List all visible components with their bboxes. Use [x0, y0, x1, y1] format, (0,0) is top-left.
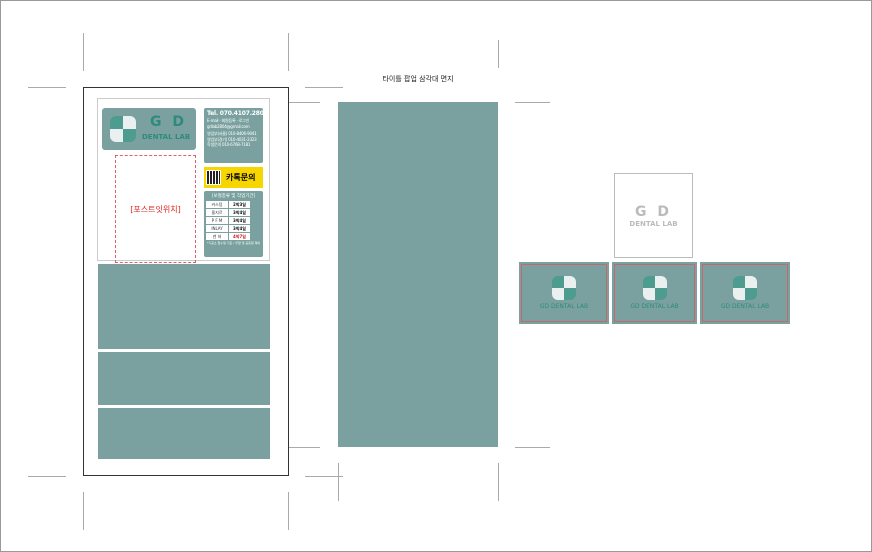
postit-label: [포스트잇위치] — [130, 204, 181, 214]
logo-card: GD DENTAL LAB — [519, 262, 609, 324]
cell: 3박4일 — [229, 217, 250, 224]
cell: 3박4일 — [229, 209, 250, 216]
crop-mark — [515, 447, 550, 448]
kakao-label: 카톡문의 — [226, 173, 256, 182]
logo-name: DENTAL LAB — [629, 219, 678, 228]
crop-mark — [83, 492, 84, 530]
logo-mark: G D — [635, 203, 672, 220]
crop-mark — [285, 102, 320, 103]
crop-mark — [498, 40, 499, 68]
table-note: *기공소 접수일 기준 / 주말 및 공휴일 제외 — [206, 241, 261, 245]
logo-card: GD DENTAL LAB — [700, 262, 790, 324]
qr-code-icon — [206, 170, 221, 185]
logo-mark: G D — [150, 114, 187, 130]
cell: 2박3일 — [229, 201, 250, 208]
card-label: GD DENTAL LAB — [630, 303, 679, 310]
crop-mark — [305, 476, 343, 477]
email-label: E-mail · 회원등록 · 로그인 — [207, 118, 250, 123]
logo-name: DENTAL LAB — [142, 133, 191, 141]
teal-panel — [98, 352, 270, 405]
title: 타이틀 팝업 삼각대 면지 — [382, 75, 454, 83]
crop-mark — [28, 476, 66, 477]
cell: 4박7일 — [229, 233, 250, 240]
backing-sheet — [338, 102, 498, 447]
logo-card: GD DENTAL LAB — [612, 262, 697, 324]
crop-mark — [498, 463, 499, 501]
postit-area: [포스트잇위치] — [115, 155, 196, 263]
email: gdlab2804@gmail.com — [207, 123, 250, 129]
cell: 올지르 — [206, 209, 228, 216]
contact-box: Tel. 070.4107.2804 E-mail · 회원등록 · 로그인 g… — [204, 108, 268, 163]
tel: Tel. 070.4107.2804 — [207, 110, 268, 117]
teal-panel — [98, 408, 270, 459]
crop-mark — [83, 33, 84, 71]
teal-panel — [98, 264, 270, 349]
crop-mark — [515, 102, 550, 103]
crop-mark — [288, 492, 289, 530]
cell: INLAY — [206, 225, 228, 232]
crop-mark — [285, 447, 320, 448]
cell: 커스텀 — [206, 201, 228, 208]
cell: 덴 쳐 — [206, 233, 228, 240]
card-label: GD DENTAL LAB — [720, 303, 770, 310]
kakao-box: 카톡문의 — [204, 167, 263, 188]
logo-icon — [642, 276, 667, 300]
phone: 영업부(경기) 010-4031-2323 — [207, 136, 257, 142]
crop-mark — [338, 463, 339, 501]
crop-mark — [305, 87, 343, 88]
logo-icon — [733, 276, 757, 300]
logo-icon — [552, 276, 576, 300]
table-header: [보철종류 및 작업기간] — [211, 194, 256, 199]
card-label: GD DENTAL LAB — [539, 303, 589, 310]
logo-box: G D DENTAL LAB — [102, 108, 196, 150]
logo-preview: G D DENTAL LAB — [614, 173, 693, 258]
logo-icon — [110, 116, 136, 142]
phone: 학생문의 010-6768-7181 — [207, 142, 251, 147]
top-panel — [97, 98, 270, 261]
crop-mark — [288, 33, 289, 71]
cell: 3박4일 — [229, 225, 250, 232]
cell: P F M — [206, 217, 228, 224]
phone: 영업부(서울) 010-8406-9041 — [207, 131, 257, 136]
crop-mark — [28, 87, 66, 88]
